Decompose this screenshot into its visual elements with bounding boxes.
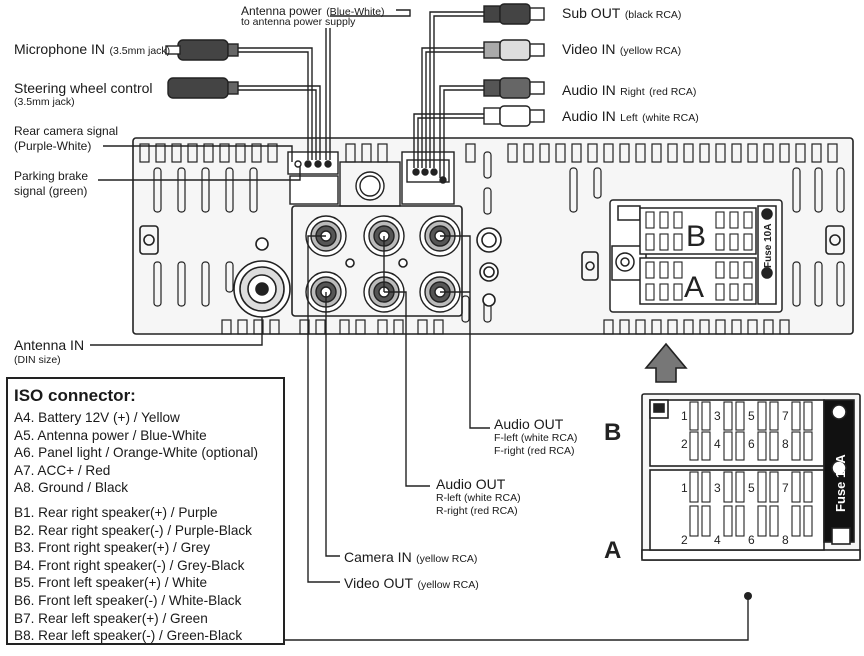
rca-plug-audio-in-left bbox=[483, 105, 545, 127]
antenna-in-sub: (DIN size) bbox=[14, 354, 61, 366]
rca-plug-video-in bbox=[483, 39, 545, 61]
video-in-sub: (yellow RCA) bbox=[619, 45, 682, 57]
iso-pin-numbers: 1 3 5 7 2 4 6 8 1 3 5 7 2 4 6 8 bbox=[681, 409, 789, 547]
camera-in-label: Camera IN (yellow RCA) bbox=[344, 550, 477, 566]
steering-sub: (3.5mm jack) bbox=[14, 96, 75, 108]
antenna-power-title: Antenna power bbox=[241, 4, 322, 18]
pin-a8: 8 bbox=[782, 533, 789, 547]
iso-row-a5: A5. Antenna power / Blue-White bbox=[14, 427, 207, 443]
audio-out-front-l2: F-right (red RCA) bbox=[494, 445, 575, 457]
mic-in-title: Microphone IN bbox=[14, 41, 106, 57]
iso-detail-label-a: A bbox=[604, 537, 621, 564]
video-in-label: Video IN (yellow RCA) bbox=[562, 42, 681, 58]
jack-plugs bbox=[165, 39, 239, 99]
iso-row-a4: A4. Battery 12V (+) / Yellow bbox=[14, 410, 180, 425]
iso-socket bbox=[609, 199, 783, 313]
leader-dot bbox=[744, 592, 752, 600]
iso-socket-label-b: B bbox=[686, 220, 706, 253]
rca-grid-frame bbox=[291, 205, 463, 317]
camera-in-title: Camera IN bbox=[344, 549, 412, 565]
iso-socket-label-a: A bbox=[684, 271, 704, 304]
up-arrow-icon bbox=[644, 342, 688, 383]
sub-out-label: Sub OUT (black RCA) bbox=[562, 6, 681, 22]
pin-b6: 6 bbox=[748, 437, 755, 451]
pin-a3: 3 bbox=[714, 481, 721, 495]
antenna-power-color: (Blue-White) bbox=[326, 6, 385, 18]
video-out-title: Video OUT bbox=[344, 575, 413, 591]
audio-in-left-label: Audio IN Left (white RCA) bbox=[562, 109, 699, 125]
rca-pigtail-socket bbox=[401, 151, 455, 205]
rear-cam-label: Rear camera signal bbox=[14, 124, 119, 138]
iso-row-b8: B8. Rear left speaker(-) / Green-Black bbox=[14, 628, 243, 644]
antenna-din-socket bbox=[233, 237, 291, 318]
iso-legend-title: ISO connector: bbox=[14, 386, 136, 405]
antenna-power-sub: to antenna power supply bbox=[241, 16, 356, 28]
pin-b2: 2 bbox=[681, 437, 688, 451]
cables bbox=[236, 11, 484, 178]
video-in-title: Video IN bbox=[562, 41, 616, 57]
pin-a5: 5 bbox=[748, 481, 755, 495]
aux-ports bbox=[476, 227, 502, 307]
mic-jack-plug bbox=[165, 39, 239, 61]
iso-row-b5: B5. Front left speaker(+) / White bbox=[14, 575, 208, 591]
sub-out-sub: (black RCA) bbox=[624, 9, 682, 21]
pin-a1: 1 bbox=[681, 481, 688, 495]
leader-lines bbox=[90, 9, 749, 641]
pin-b5: 5 bbox=[748, 409, 755, 423]
audio-out-rear-label: Audio OUT bbox=[436, 476, 506, 492]
iso-detail-fuse-label: Fuse 10A bbox=[833, 454, 848, 512]
mic-in-label: Microphone IN (3.5mm jack) bbox=[14, 42, 170, 58]
antenna-power-label: Antenna power (Blue-White) bbox=[241, 3, 385, 19]
rear-cam-sub: (Purple-White) bbox=[14, 139, 92, 153]
pin-b7: 7 bbox=[782, 409, 789, 423]
pin-b3: 3 bbox=[714, 409, 721, 423]
audio-out-front-label: Audio OUT bbox=[494, 416, 564, 432]
audio-out-rear-l2: R-right (red RCA) bbox=[436, 505, 518, 517]
iso-row-b4: B4. Front right speaker(-) / Grey-Black bbox=[14, 557, 245, 573]
rca-plug-heads bbox=[483, 3, 545, 127]
parking-sub: signal (green) bbox=[14, 184, 88, 198]
audio-in-left-title: Audio IN bbox=[562, 108, 616, 124]
antenna-in-label: Antenna IN bbox=[14, 337, 85, 353]
iso-row-b1: B1. Rear right speaker(+) / Purple bbox=[14, 504, 218, 520]
parking-label: Parking brake bbox=[14, 169, 89, 183]
steering-label: Steering wheel control bbox=[14, 80, 153, 96]
iso-socket-fuse-label: Fuse 10A bbox=[763, 224, 774, 268]
audio-in-right-label: Audio IN Right (red RCA) bbox=[562, 83, 696, 99]
camera-in-sub: (yellow RCA) bbox=[416, 553, 478, 565]
audio-in-right-title: Audio IN bbox=[562, 82, 616, 98]
audio-out-rear-l1: R-left (white RCA) bbox=[436, 492, 521, 504]
iso-row-b2: B2. Rear right speaker(-) / Purple-Black bbox=[14, 522, 252, 538]
pin-a7: 7 bbox=[782, 481, 789, 495]
pin-a6: 6 bbox=[748, 533, 755, 547]
iso-row-b6: B6. Front left speaker(-) / White-Black bbox=[14, 592, 242, 608]
iso-row-b3: B3. Front right speaker(+) / Grey bbox=[14, 540, 211, 556]
audio-in-right-side: Right bbox=[620, 86, 645, 98]
pin-b4: 4 bbox=[714, 437, 721, 451]
pin-b8: 8 bbox=[782, 437, 789, 451]
iso-row-a8: A8. Ground / Black bbox=[14, 480, 129, 496]
iso-row-a7: A7. ACC+ / Red bbox=[14, 462, 111, 478]
audio-in-right-color: (red RCA) bbox=[649, 86, 697, 98]
video-out-sub: (yellow RCA) bbox=[417, 579, 479, 591]
sub-out-title: Sub OUT bbox=[562, 5, 621, 21]
rca-plug-audio-in-right bbox=[483, 77, 545, 99]
audio-in-left-side: Left bbox=[620, 112, 638, 124]
iso-row-a6: A6. Panel light / Orange-White (optional… bbox=[14, 445, 259, 461]
pin-a4: 4 bbox=[714, 533, 721, 547]
video-out-label: Video OUT (yellow RCA) bbox=[344, 576, 479, 592]
iso-connector-legend: ISO connector: A4. Battery 12V (+) / Yel… bbox=[6, 377, 285, 645]
pin-a2: 2 bbox=[681, 533, 688, 547]
iso-connector-detail bbox=[641, 393, 861, 561]
audio-in-left-color: (white RCA) bbox=[642, 112, 699, 124]
steering-jack-plug bbox=[167, 77, 239, 99]
iso-row-b7: B7. Rear left speaker(+) / Green bbox=[14, 610, 208, 626]
rca-plug-sub-out bbox=[483, 3, 545, 25]
iso-detail-label-b: B bbox=[604, 419, 621, 446]
pin-b1: 1 bbox=[681, 409, 688, 423]
mic-in-sub: (3.5mm jack) bbox=[109, 45, 171, 57]
audio-out-front-l1: F-left (white RCA) bbox=[494, 432, 578, 444]
